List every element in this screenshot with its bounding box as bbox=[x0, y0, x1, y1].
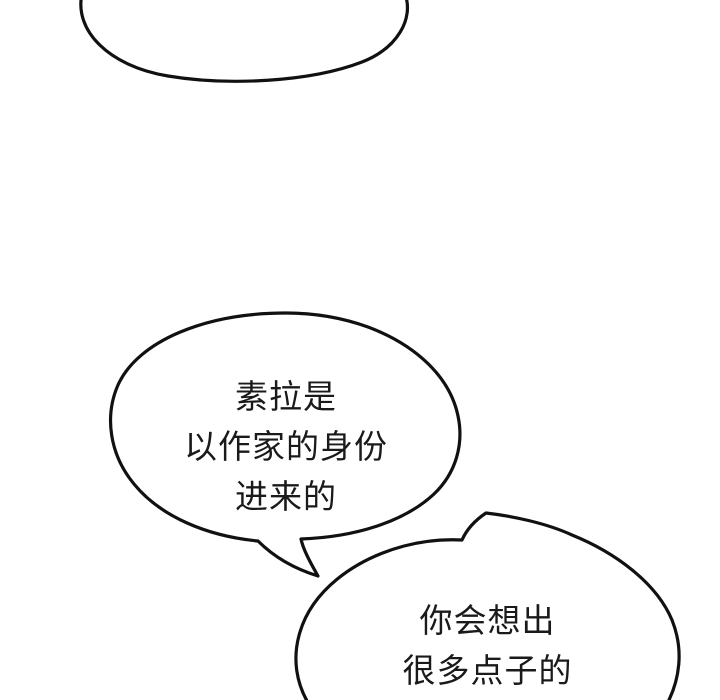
speech-bubble-middle-outline bbox=[108, 311, 462, 578]
speech-bubble-bottom-text: 你会想出 很多点子的 bbox=[300, 596, 675, 696]
bubble-middle-line-3: 进来的 bbox=[235, 477, 337, 516]
bubble-middle-line-2: 以作家的身份 bbox=[184, 427, 388, 466]
bubble-bottom-line-2: 很多点子的 bbox=[402, 651, 573, 690]
bubble-middle-line-1: 素拉是 bbox=[235, 377, 337, 416]
bubble-bottom-line-1: 你会想出 bbox=[419, 601, 556, 640]
speech-bubble-top-outline bbox=[79, 0, 410, 83]
speech-bubble-middle-text: 素拉是 以作家的身份 进来的 bbox=[110, 372, 462, 522]
speech-bubble-bottom-outline bbox=[294, 511, 681, 700]
